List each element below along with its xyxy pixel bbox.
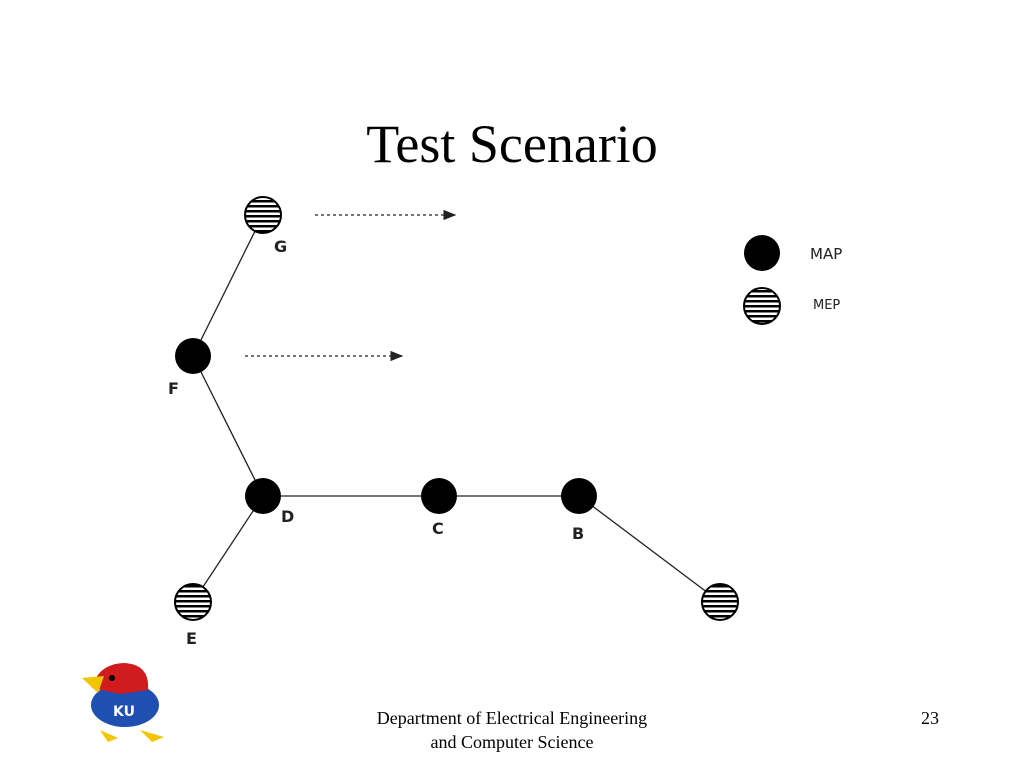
node-label-e: E — [186, 629, 197, 648]
legend-map-label: MAP — [810, 245, 842, 263]
mep-node-icon — [244, 196, 282, 234]
node-e: E — [174, 583, 212, 648]
mep-node-icon — [701, 583, 739, 621]
edge-d-e — [192, 495, 264, 603]
map-node-icon — [175, 338, 211, 374]
ku-jayhawk-logo: KU — [82, 663, 164, 742]
footer-line-1: Department of Electrical Engineering — [376, 708, 648, 728]
node-label-b: B — [572, 524, 584, 543]
legend-mep-icon — [743, 287, 781, 325]
map-node-icon — [561, 478, 597, 514]
node-d: D — [245, 478, 294, 526]
node-label-d: D — [281, 507, 294, 526]
node-label-g: G — [274, 237, 287, 256]
mep-node-icon — [174, 583, 212, 621]
legend: MAP MEP — [743, 235, 842, 325]
footer-line-2: and Computer Science — [430, 732, 594, 752]
legend-mep-label: MEP — [813, 298, 840, 313]
footer-department: Department of Electrical Engineering and… — [312, 706, 712, 754]
node-f: F — [168, 338, 211, 398]
map-node-icon — [421, 478, 457, 514]
edge-b-h — [578, 495, 721, 603]
edge-f-d — [192, 355, 264, 497]
legend-map-icon — [744, 235, 780, 271]
node-label-c: C — [432, 519, 444, 538]
page-number: 23 — [921, 708, 939, 728]
node-c: C — [421, 478, 457, 538]
edges — [192, 214, 721, 603]
node-b: B — [561, 478, 597, 543]
node-label-f: F — [168, 379, 179, 398]
node-g: G — [244, 196, 287, 256]
node-unlabeled — [701, 583, 739, 621]
slide-title: Test Scenario — [366, 114, 658, 174]
ku-logo-text: KU — [113, 704, 135, 720]
edge-g-f — [192, 214, 264, 357]
map-node-icon — [245, 478, 281, 514]
